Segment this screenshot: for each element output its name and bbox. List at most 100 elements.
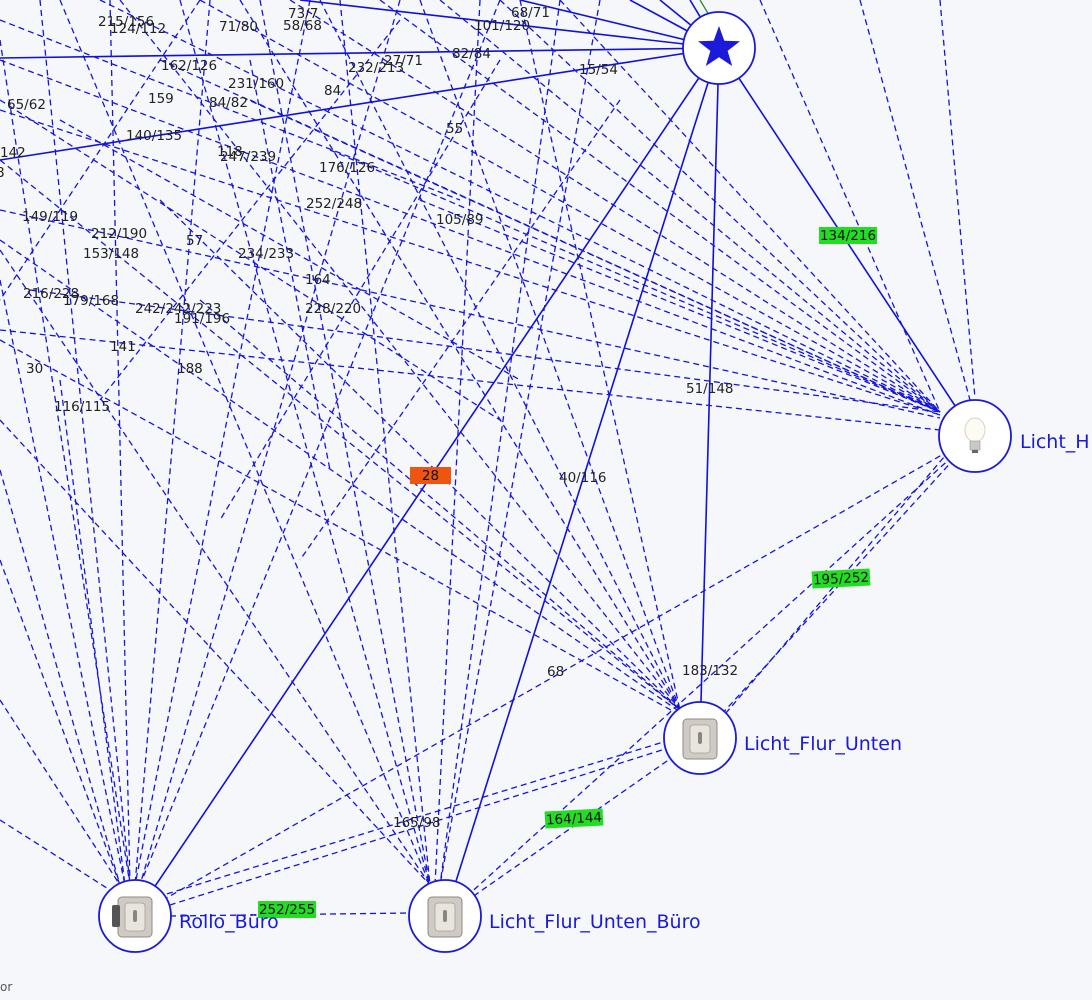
- edge-label: 101/120: [474, 18, 530, 34]
- edge-label: 65/62: [7, 97, 46, 113]
- edge: [159, 739, 671, 897]
- edge: [859, 0, 971, 401]
- node-coordinator[interactable]: [682, 11, 756, 85]
- badge-background: [410, 467, 451, 484]
- edge: [329, 149, 941, 413]
- edge: [339, 0, 431, 886]
- edge-label: 30: [26, 361, 43, 377]
- edge: [259, 0, 431, 886]
- footer-text: or: [0, 980, 13, 994]
- edge: [0, 47, 720, 59]
- edge: [134, 0, 311, 886]
- node-label: Licht_H: [1020, 431, 1090, 453]
- star-icon: [698, 26, 740, 66]
- edge: [299, 0, 720, 49]
- edge-label: 58/68: [283, 18, 322, 34]
- edge: [249, 99, 941, 413]
- edge: [559, 0, 941, 413]
- edge: [139, 0, 401, 886]
- badge-label: 195/252: [813, 570, 870, 589]
- edge: [0, 59, 941, 416]
- badge-label: 134/216: [820, 228, 876, 244]
- edge: [499, 0, 941, 413]
- edge-label: 82/84: [452, 46, 491, 62]
- edge: [0, 699, 121, 886]
- badge-label: 252/255: [259, 902, 315, 918]
- edge: [439, 0, 941, 413]
- edge: [0, 819, 111, 891]
- edge-label: 68/71: [511, 5, 550, 21]
- edge-label: 51/148: [686, 381, 734, 397]
- wall-switch-icon: [682, 718, 718, 760]
- edge-label: 162/126: [161, 58, 217, 74]
- edge: [0, 47, 720, 161]
- edge: [0, 0, 201, 301]
- wall-switch-icon: [427, 896, 463, 938]
- edge-label: 242/242/223: [135, 301, 221, 317]
- edge: [319, 0, 681, 711]
- edge-label: 73/7: [288, 6, 318, 22]
- link-quality-badge: 28: [410, 467, 451, 484]
- edge: [444, 435, 976, 917]
- node-label: Rollo_Büro: [179, 911, 279, 933]
- edge-label: 15/54: [579, 62, 618, 78]
- edge-label: 8: [0, 165, 5, 181]
- edge-label: 141: [110, 339, 136, 355]
- edge: [99, 0, 941, 413]
- edge-label: 40/116: [559, 470, 607, 486]
- edge: [0, 419, 431, 886]
- node-rollo-buero[interactable]: Rollo_Büro: [98, 879, 279, 953]
- edge: [0, 239, 681, 713]
- edge: [0, 209, 941, 419]
- edge-label: 216/228: [23, 286, 79, 302]
- node-licht-flur-unten[interactable]: Licht_Flur_Unten: [663, 701, 902, 775]
- edge: [119, 0, 681, 711]
- badge-background: [544, 808, 604, 829]
- edge: [299, 99, 621, 561]
- edge-label: 124/112: [110, 21, 166, 37]
- edge: [0, 159, 681, 711]
- edge-label: 84: [324, 83, 341, 99]
- link-quality-badge: 134/216: [819, 227, 877, 244]
- edge: [59, 119, 521, 381]
- edge-label: 27/71: [384, 53, 423, 69]
- edge: [939, 0, 976, 399]
- edge-label: 71/80: [219, 19, 258, 35]
- edge: [439, 0, 561, 886]
- edge-label: 55: [446, 121, 463, 137]
- edge: [239, 0, 681, 711]
- edge: [199, 0, 941, 413]
- edge: [134, 435, 976, 917]
- edge-label: 153/148: [83, 246, 139, 262]
- edge: [0, 329, 941, 431]
- edge-label: 215/156: [98, 14, 154, 30]
- edges-layer: [0, 0, 976, 917]
- badge-background: [258, 901, 316, 918]
- link-quality-badge: 164/144: [544, 808, 604, 829]
- edge: [0, 469, 121, 886]
- edge-label: 234/233: [238, 246, 294, 262]
- edge: [0, 39, 131, 886]
- edge: [179, 0, 431, 886]
- edge: [0, 559, 121, 886]
- link-quality-badge: 195/252: [811, 568, 871, 589]
- light-bulb-icon: [964, 417, 986, 453]
- edge-label: 228/220: [305, 301, 361, 317]
- edge: [0, 339, 681, 716]
- edge-label: 247/239: [220, 149, 276, 165]
- edge: [134, 737, 701, 917]
- edge-label: 57: [186, 233, 203, 249]
- edge-label: 176/126: [319, 160, 375, 176]
- node-licht-flur-unten-buero[interactable]: Licht_Flur_Unten_Büro: [408, 879, 701, 953]
- edge: [249, 59, 331, 471]
- edge-label: 188: [177, 361, 203, 377]
- badge-background: [819, 227, 877, 244]
- edge-label: 105/89: [436, 212, 484, 228]
- node-licht-h[interactable]: Licht_H: [938, 399, 1090, 473]
- edge-label: 68: [547, 664, 564, 680]
- edge: [159, 199, 681, 711]
- edge-label: 232/213: [348, 60, 404, 76]
- edge: [0, 99, 501, 421]
